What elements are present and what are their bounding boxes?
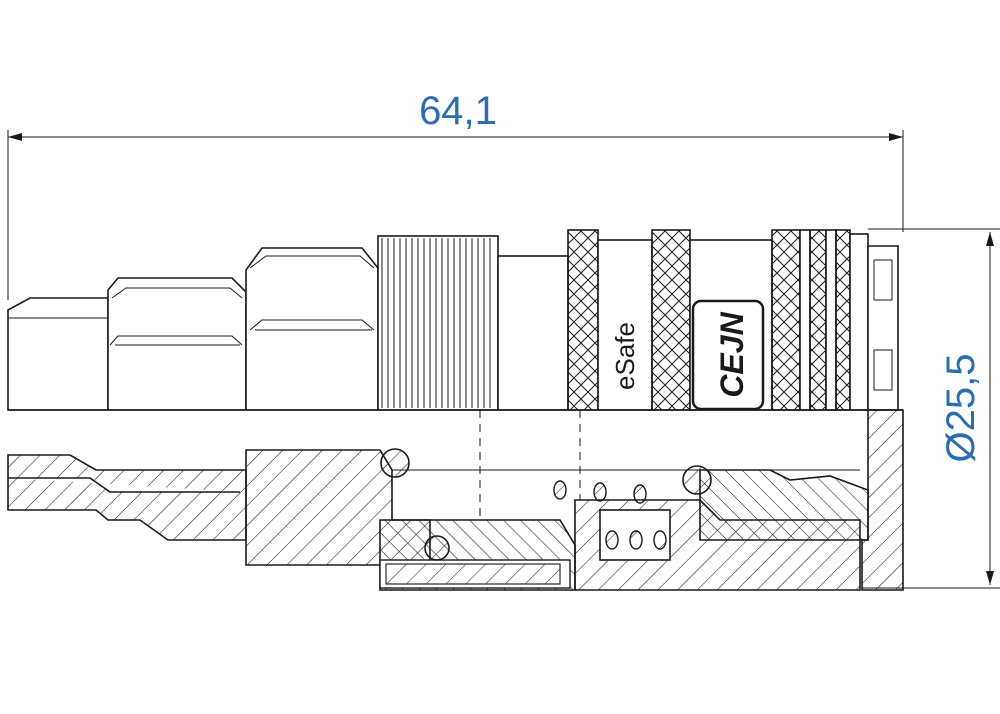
length-dimension-label: 64,1 [419, 89, 497, 133]
spring-coil [593, 482, 607, 502]
spring-coil [633, 484, 647, 504]
locking-ball-3 [424, 535, 450, 561]
spring-coil [553, 480, 567, 500]
product-name-marking: eSafe [610, 322, 640, 390]
locking-ball-1 [380, 448, 410, 478]
spring-coil [605, 530, 619, 550]
diameter-dimension-label: Ø25,5 [939, 354, 983, 463]
length-dimension: 64,1 [7, 89, 904, 300]
spring-coil [629, 530, 643, 550]
spring-coil [653, 530, 667, 550]
spring-coils [553, 480, 667, 550]
brand-logo: CEJN [691, 299, 765, 411]
diameter-dimension: Ø25,5 [862, 228, 1000, 589]
thread-ridges [381, 238, 491, 408]
coupling-outer-view: eSafe CEJN [7, 229, 899, 411]
coupling-section-view [7, 409, 904, 591]
svg-text:CEJN: CEJN [714, 311, 750, 397]
locking-ball-2 [682, 465, 712, 495]
